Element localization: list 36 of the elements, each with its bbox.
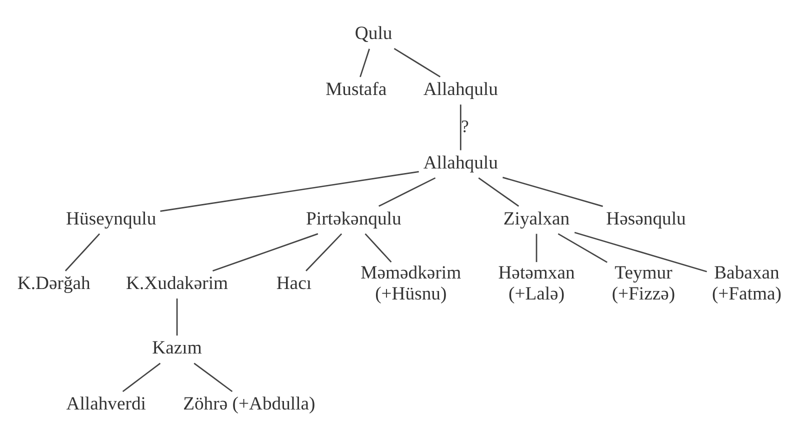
node-text: Hətəmxan (+Lalə): [498, 262, 575, 304]
node-text: Teymur (+Fizzə): [612, 262, 676, 304]
connector: [64, 232, 100, 271]
node-text: Kazım: [152, 337, 202, 358]
node-text: Babaxan (+Fatma): [712, 262, 782, 304]
node-text: Hüseynqulu: [66, 208, 156, 229]
node-text: Hacı: [276, 272, 312, 294]
connector: [460, 104, 462, 150]
connector: [176, 298, 178, 336]
connector: [478, 176, 520, 206]
connector: [194, 362, 233, 392]
connector: [122, 362, 161, 392]
node-text: Həsənqulu: [606, 208, 686, 229]
node-text: Məmədkərim (+Hüsnu): [360, 262, 462, 304]
connector: [360, 48, 370, 77]
node-text: Qulu: [354, 22, 392, 44]
connector: [574, 231, 707, 272]
node-text: Mustafa: [326, 78, 387, 100]
connector: [536, 233, 538, 262]
connector: [558, 232, 608, 262]
node-text: Allahverdi: [66, 393, 146, 414]
node-text: Allahqulu: [423, 78, 498, 100]
connector: [394, 48, 441, 77]
connector: [160, 170, 419, 212]
node-text: Allahqulu: [423, 152, 498, 173]
edge-label: ?: [461, 115, 469, 136]
node-text: K.Xudakərim: [126, 272, 228, 294]
connector: [364, 232, 392, 262]
connector: [502, 176, 603, 206]
node-text: Pirtəkənqulu: [306, 208, 402, 229]
node-text: Zöhrə (+Abdulla): [183, 393, 316, 414]
connector: [378, 176, 436, 206]
node-text: K.Dərğah: [17, 272, 90, 294]
node-text: Ziyalxan: [503, 208, 570, 229]
connector: [306, 232, 342, 271]
connector: [212, 232, 318, 272]
